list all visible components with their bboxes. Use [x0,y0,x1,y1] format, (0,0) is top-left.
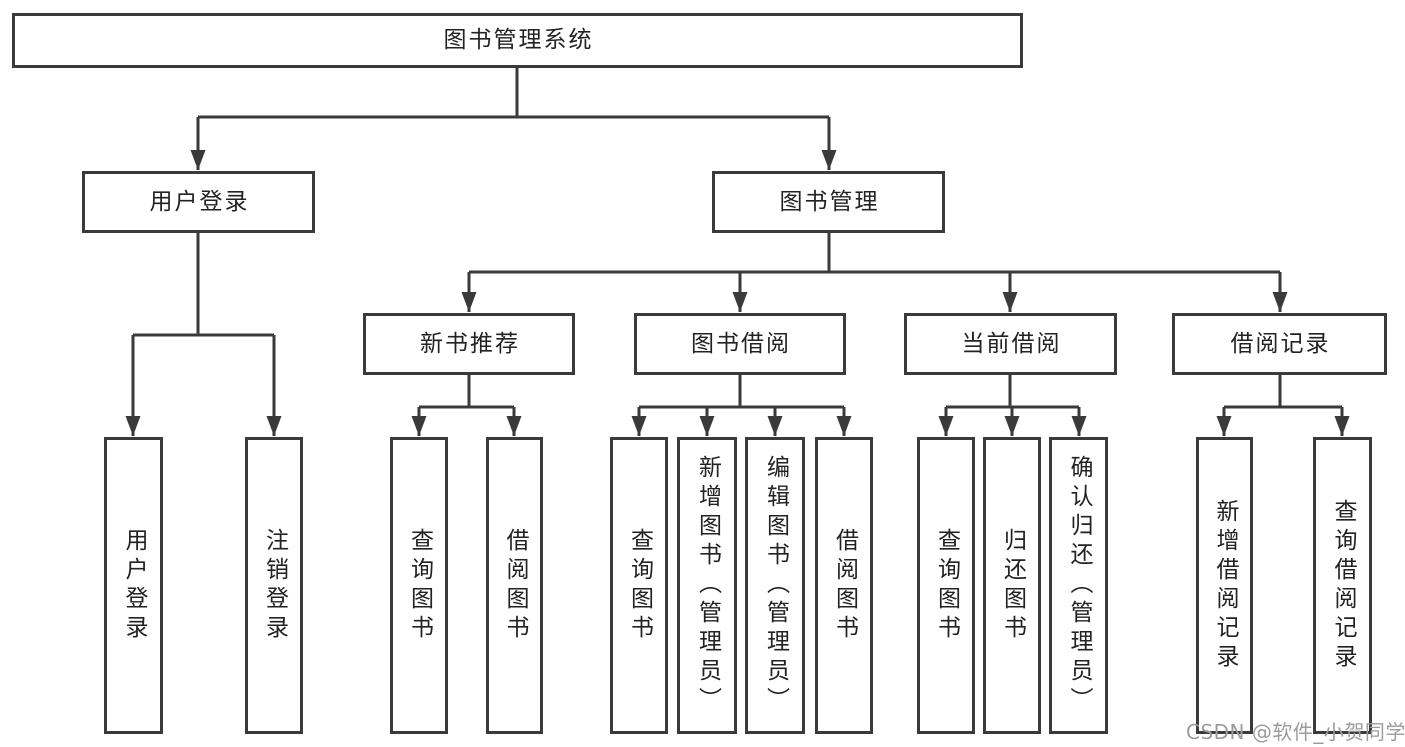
leaf-borrow-books-borrowing: 借阅图书 [815,437,873,734]
leaf-add-book-admin: 新增图书（管理员） [677,437,737,734]
leaf-edit-book-admin: 编辑图书（管理员） [745,437,805,734]
connector-login-to-leaves [125,233,282,436]
node-user-login: 用户登录 [82,171,315,233]
csdn-watermark: CSDN @软件_小贺同学 [1186,720,1405,744]
leaf-user-login: 用户登录 [104,437,163,734]
leaf-return-books: 归还图书 [983,437,1041,734]
connector-management-to-level3 [461,233,1288,312]
node-current-borrowing: 当前借阅 [904,313,1117,375]
node-root-system: 图书管理系统 [12,13,1023,68]
connector-current-to-leaves [938,375,1087,436]
leaf-add-borrow-record: 新增借阅记录 [1196,437,1253,734]
connector-records-to-leaves [1216,375,1350,436]
node-book-management: 图书管理 [712,171,945,233]
connector-recommend-to-leaves [411,375,522,436]
leaf-confirm-return-admin: 确认归还（管理员） [1049,437,1108,734]
node-new-book-recommend: 新书推荐 [363,313,575,375]
leaf-query-books-borrowing: 查询图书 [610,437,668,734]
leaf-borrow-books-recommend: 借阅图书 [486,437,543,734]
leaf-query-borrow-record: 查询借阅记录 [1313,437,1372,734]
connector-root-to-level2 [190,68,837,170]
connector-borrowing-to-leaves [631,375,852,436]
leaf-query-books-current: 查询图书 [917,437,975,734]
node-borrowing-records: 借阅记录 [1172,313,1387,375]
leaf-logout: 注销登录 [245,437,303,734]
node-book-borrowing: 图书借阅 [634,313,846,375]
leaf-query-books-recommend: 查询图书 [390,437,448,734]
